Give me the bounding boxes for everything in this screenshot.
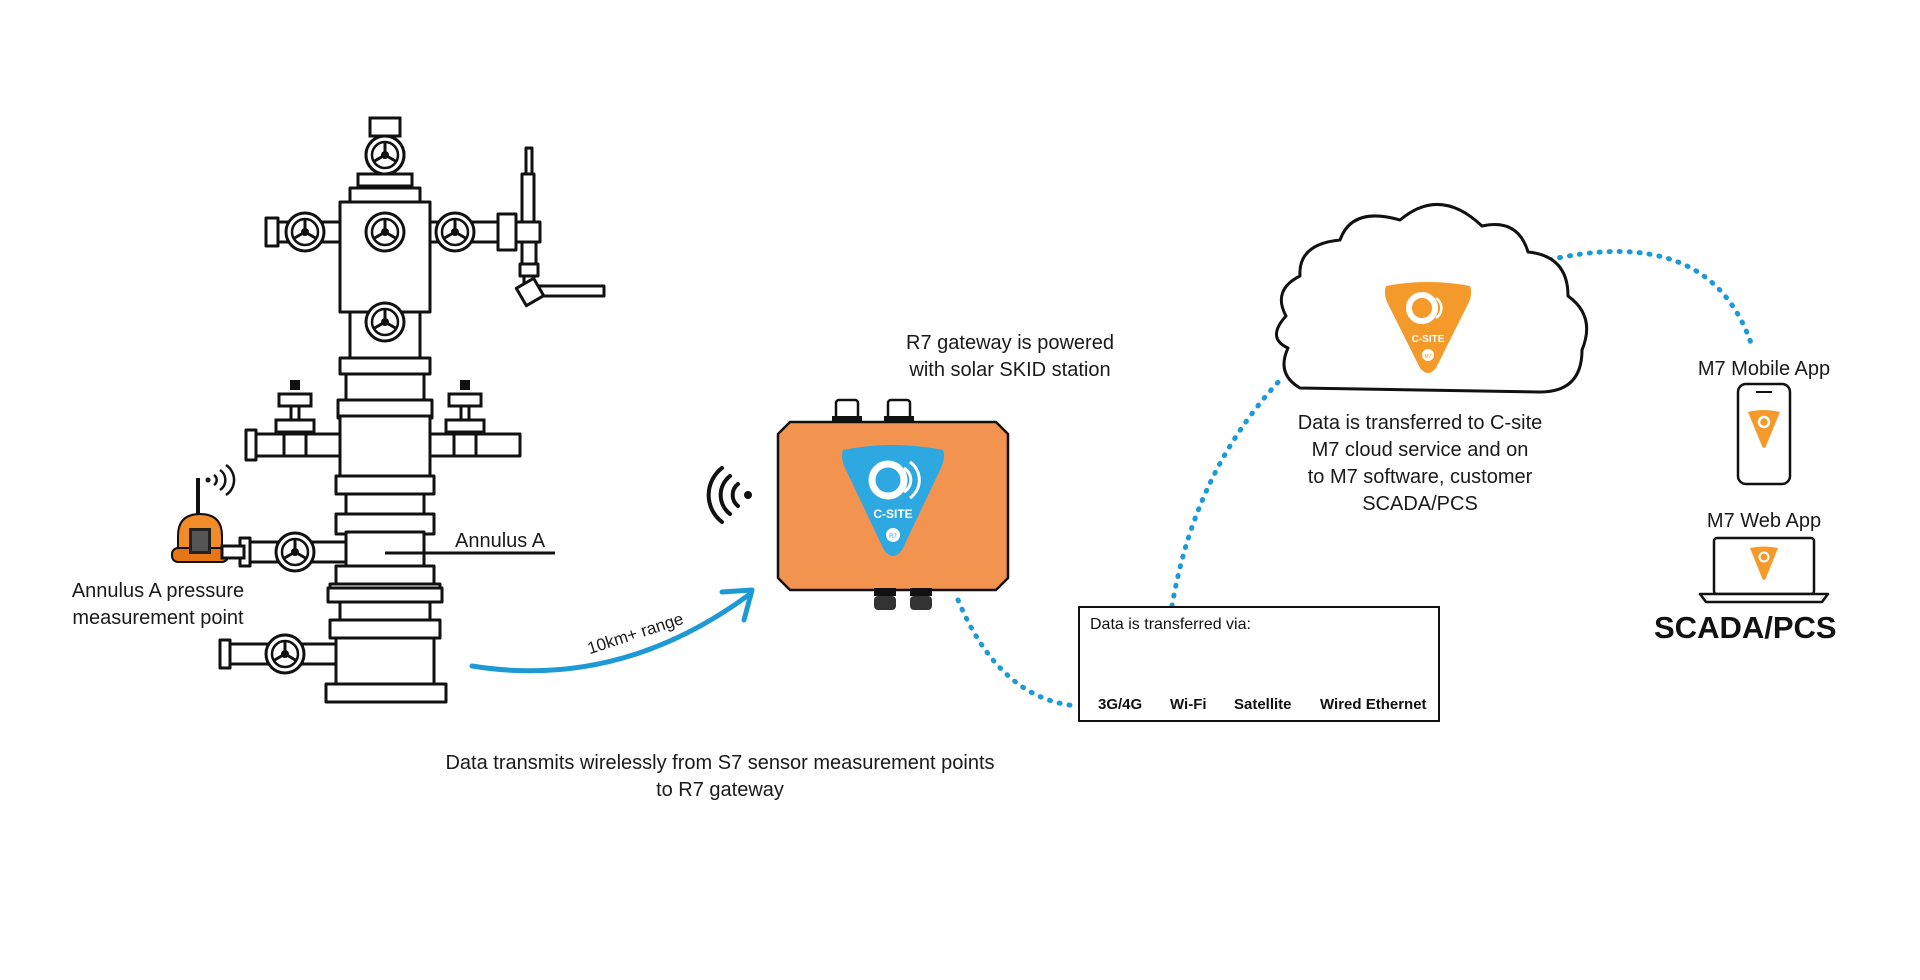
mobile-app-label: M7 Mobile App [1697,358,1831,380]
transfer-item-3g4g: 3G/4G [1098,696,1143,713]
wellhead-drawing [218,146,606,704]
transfer-box-title: Data is transferred via: [1090,616,1251,633]
cloud-to-apps-dotted-line [1537,249,1755,349]
cloud-line3: to M7 software, customer [1307,466,1533,488]
gateway-label: R7 gateway is powered with solar SKID st… [880,330,1140,384]
cloud-logo-text: C-SITE [1412,334,1445,345]
m7-cloud-icon [1275,202,1589,394]
transfer-item-ethernet: Wired Ethernet [1320,696,1427,713]
web-app-label: M7 Web App [1706,510,1822,532]
tvalve-icons [274,380,486,458]
wireless-signal-icon [706,466,752,524]
transfer-methods-box: Data is transferred via: 3G/4G Wi-Fi Sat… [1078,606,1440,722]
gateway-logo-text: C-SITE [873,507,912,521]
cloud-line2: M7 cloud service and on [1311,439,1529,461]
cloud-line1: Data is transferred to C-site [1297,412,1543,434]
range-arrow [469,591,753,674]
cloud-line4: SCADA/PCS [1362,493,1478,515]
scada-pcs-label: SCADA/PCS [1654,610,1837,645]
mobile-phone-icon [1736,382,1792,486]
gateway-line2: with solar SKID station [909,359,1111,381]
gateway-logo-badge: R7 [889,534,897,540]
pressure-point-line1: Annulus A pressure [71,580,245,602]
r7-gateway-device [776,398,1010,610]
transfer-item-wifi: Wi-Fi [1170,696,1207,713]
transmit-line2: to R7 gateway [656,779,784,801]
s7-sensor-icon [171,463,246,563]
transmit-label: Data transmits wirelessly from S7 sensor… [380,750,1060,804]
transfer-to-cloud-dotted-line [1169,375,1285,609]
pressure-point-label: Annulus A pressure measurement point [48,578,268,632]
cloud-label: Data is transferred to C-site M7 cloud s… [1270,410,1570,518]
pressure-point-line2: measurement point [72,607,244,629]
laptop-icon [1698,536,1830,604]
annulus-a-label: Annulus A [455,530,546,552]
cloud-logo-badge: M7 [1425,354,1432,360]
gateway-line1: R7 gateway is powered [906,332,1114,354]
gateway-to-transfer-dotted-line [955,597,1081,709]
range-arrow-head [719,587,755,623]
transmit-line1: Data transmits wirelessly from S7 sensor… [445,752,995,774]
transfer-item-satellite: Satellite [1234,696,1292,713]
